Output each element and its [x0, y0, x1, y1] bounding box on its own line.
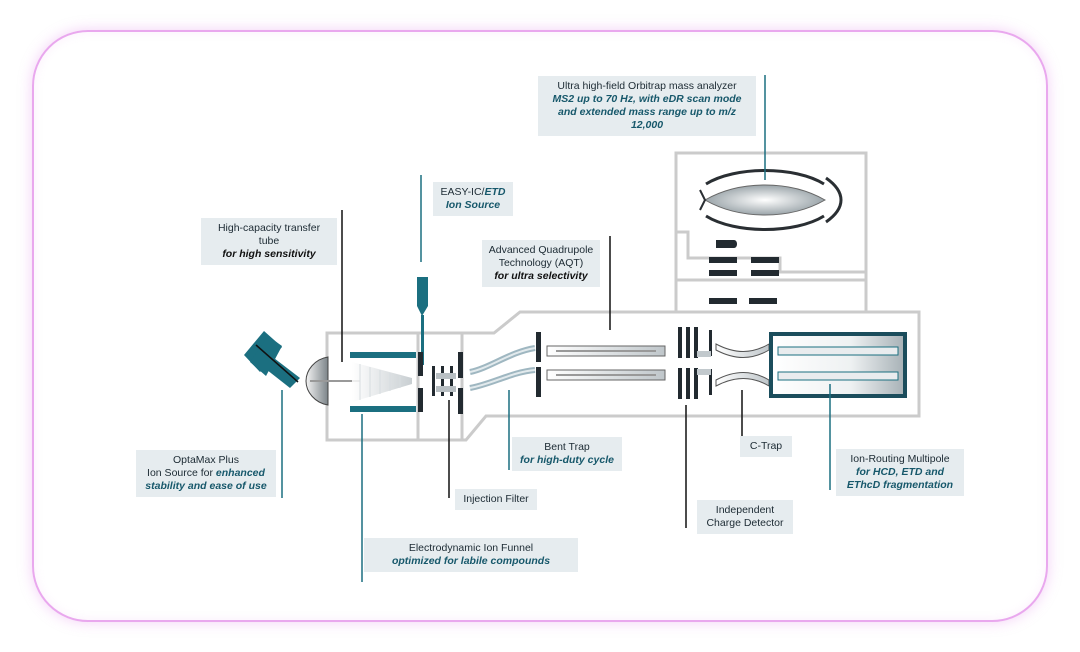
inlet-cone [305, 356, 360, 406]
label-c-trap: C-Trap [740, 436, 792, 457]
funnel-top-bar [350, 352, 416, 358]
ion-routing-multipole [769, 332, 907, 398]
c-trap [715, 343, 770, 387]
label-orbitrap: Ultra high-field Orbitrap mass analyzer … [538, 76, 756, 136]
lens-stack [418, 352, 463, 414]
optamax-source [244, 331, 300, 388]
label-injection-filter: Injection Filter [455, 489, 537, 510]
label-charge-detector: Independent Charge Detector [697, 500, 793, 534]
inner-divider [676, 230, 866, 274]
rounded-frame [32, 30, 1048, 622]
bent-trap [469, 345, 536, 391]
funnel-bottom-bar [350, 406, 416, 412]
label-transfer-tube: High-capacity transfer tube for high sen… [201, 218, 337, 265]
housing-outline [325, 151, 921, 442]
main-chamber-outline [325, 310, 921, 442]
label-ion-routing: Ion-Routing Multipole for HCD, ETD and E… [836, 449, 964, 496]
label-bent-trap: Bent Trap for high-duty cycle [512, 437, 622, 471]
label-optamax: OptaMax Plus Ion Source for enhanced sta… [136, 450, 276, 497]
quadrupole [536, 332, 666, 397]
transfer-chamber-outline [674, 278, 868, 312]
etd-probe [417, 277, 428, 365]
ion-funnel [350, 352, 416, 412]
label-easy-ic: EASY-IC/ETD Ion Source [433, 182, 513, 216]
label-ion-funnel: Electrodynamic Ion Funnel optimized for … [364, 538, 578, 572]
leader-lines [281, 75, 831, 582]
orbitrap-chamber-outline [674, 151, 868, 280]
label-aqt: Advanced Quadrupole Technology (AQT) for… [482, 240, 600, 287]
transfer-optics [709, 240, 779, 304]
gate-lenses [678, 327, 712, 399]
orbitrap-analyzer [699, 169, 843, 231]
